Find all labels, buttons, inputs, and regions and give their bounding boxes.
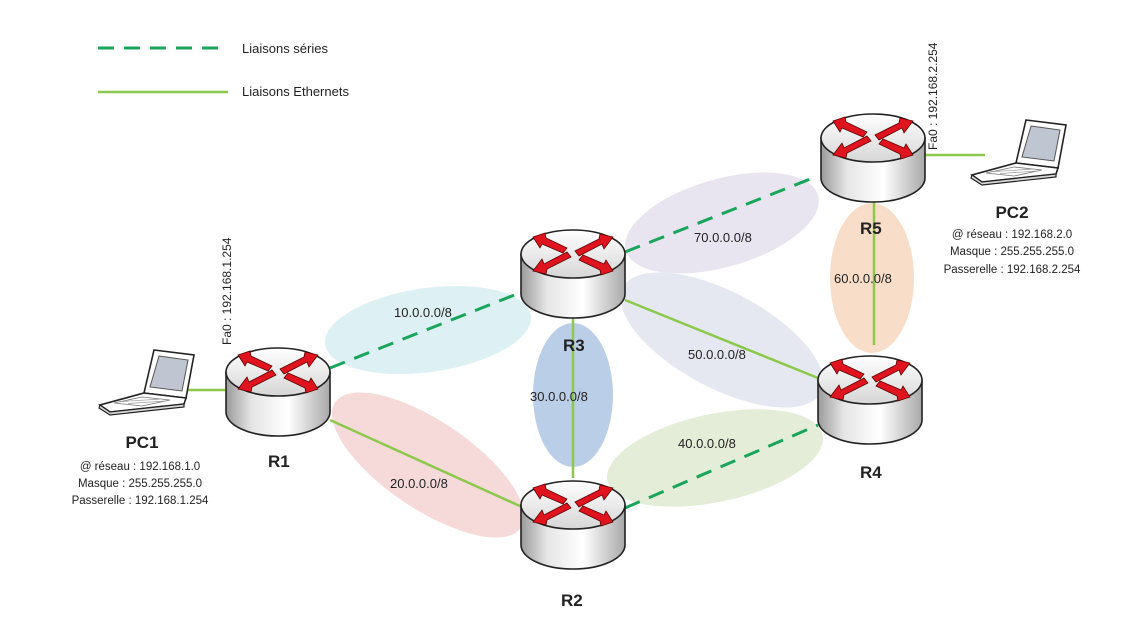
pc2-name: PC2 [995,203,1028,222]
router-icon [520,229,626,319]
pc1-masque: Masque : 255.255.255.0 [78,478,202,490]
legend-serial-label: Liaisons séries [242,41,328,56]
network-ellipse-40 [607,409,823,507]
pc1-interface-label: Fa0 : 192.168.1.254 [220,237,234,345]
router-icon [225,347,331,437]
legend-ethernet-label: Liaisons Ethernets [242,84,349,99]
router-label-r1: R1 [268,452,290,471]
router-r4 [817,355,923,445]
router-label-r4: R4 [860,463,882,482]
link-r3-r5-serial [624,174,819,254]
router-r1 [225,347,331,437]
links [180,153,985,510]
router-icon [820,113,926,203]
router-label-r2: R2 [561,591,583,610]
pc1-laptop [98,349,195,416]
link-r1-r2-ethernet [329,418,523,509]
laptop-icon [98,349,195,416]
pc2-reseau: @ réseau : 192.168.2.0 [952,229,1072,241]
pc1-reseau: @ réseau : 192.168.1.0 [80,461,200,473]
pc2-masque: Masque : 255.255.255.0 [950,246,1074,258]
legend: Liaisons séries Liaisons Ethernets [98,41,349,99]
router-label-r5: R5 [860,219,882,238]
router-r2 [520,480,626,570]
link-r1-r3-serial [329,290,523,370]
pc1-name: PC1 [125,433,158,452]
pc2-passerelle: Passerelle : 192.168.2.254 [944,264,1081,276]
pc2-interface-label: Fa0 : 192.168.2.254 [926,42,940,150]
network-label-70: 70.0.0.0/8 [694,230,752,245]
network-label-50: 50.0.0.0/8 [688,347,746,362]
link-r2-r4-serial [624,423,819,510]
router-icon [817,355,923,445]
router-icon [520,480,626,570]
router-r5 [820,113,926,203]
link-r3-r4-ethernet [624,298,819,380]
network-label-20: 20.0.0.0/8 [390,476,448,491]
network-ellipse-60 [830,203,914,353]
network-label-30: 30.0.0.0/8 [530,389,588,404]
pc1-passerelle: Passerelle : 192.168.1.254 [72,495,209,507]
network-label-10: 10.0.0.0/8 [394,305,452,320]
router-label-r3: R3 [563,336,585,355]
network-label-60: 60.0.0.0/8 [834,271,892,286]
network-ellipse-70 [625,172,819,274]
pc2-laptop [970,119,1067,186]
network-label-40: 40.0.0.0/8 [678,436,736,451]
router-r3 [520,229,626,319]
laptop-icon [970,119,1067,186]
